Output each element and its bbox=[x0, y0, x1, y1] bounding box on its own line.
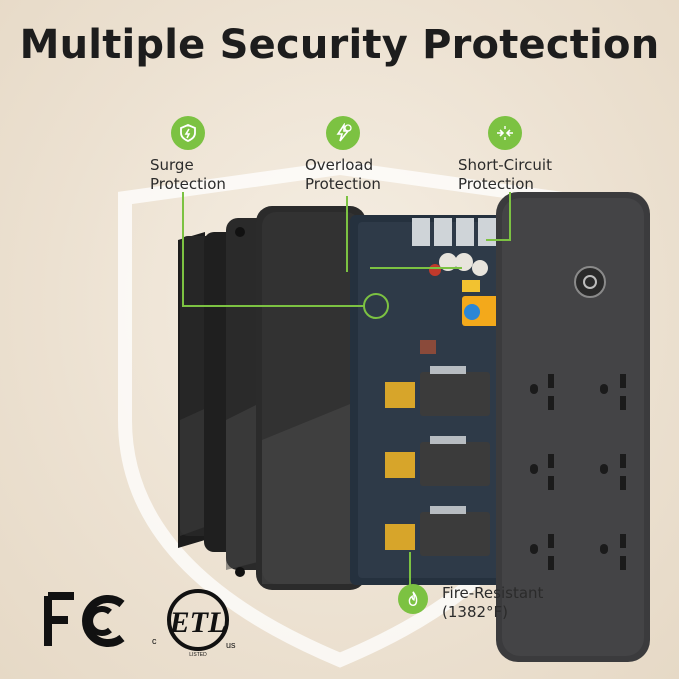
feature-surge-line2: Protection bbox=[150, 175, 226, 193]
circuit-board bbox=[350, 215, 510, 585]
feature-overload-line2: Protection bbox=[305, 175, 381, 193]
feature-surge: Surge Protection bbox=[150, 116, 226, 194]
feature-short-circuit: Short-Circuit Protection bbox=[458, 116, 552, 194]
fire-line2: (1382°F) bbox=[442, 603, 509, 621]
surge-shield-icon bbox=[170, 116, 205, 150]
feature-fire-resistant: Fire-Resistant (1382°F) bbox=[398, 584, 543, 621]
housing-layer-front bbox=[256, 206, 366, 590]
feature-short-circuit-line1: Short-Circuit bbox=[458, 156, 552, 174]
feature-overload: Overload Protection bbox=[305, 116, 381, 194]
etl-c: c bbox=[152, 636, 157, 646]
overload-bolt-icon bbox=[325, 116, 360, 150]
callout-lines bbox=[182, 192, 511, 590]
fire-line1: Fire-Resistant bbox=[442, 584, 544, 602]
flame-icon bbox=[398, 584, 428, 614]
front-cover bbox=[496, 192, 650, 662]
etl-us: us bbox=[226, 640, 236, 650]
feature-overload-line1: Overload bbox=[305, 156, 374, 174]
outlet-slots bbox=[530, 374, 626, 570]
feature-short-circuit-line2: Protection bbox=[458, 175, 534, 193]
power-button bbox=[574, 266, 606, 298]
page-title: Multiple Security Protection bbox=[19, 22, 660, 68]
fcc-logo bbox=[44, 592, 125, 647]
etl-logo: ETL c us LISTED bbox=[152, 589, 236, 658]
etl-letters: ETL bbox=[169, 606, 227, 639]
feature-surge-line1: Surge bbox=[150, 156, 194, 174]
short-circuit-arrows-icon bbox=[487, 116, 522, 150]
etl-listed: LISTED bbox=[189, 652, 207, 658]
fire-resistant-label: Fire-Resistant (1382°F) bbox=[442, 584, 543, 622]
